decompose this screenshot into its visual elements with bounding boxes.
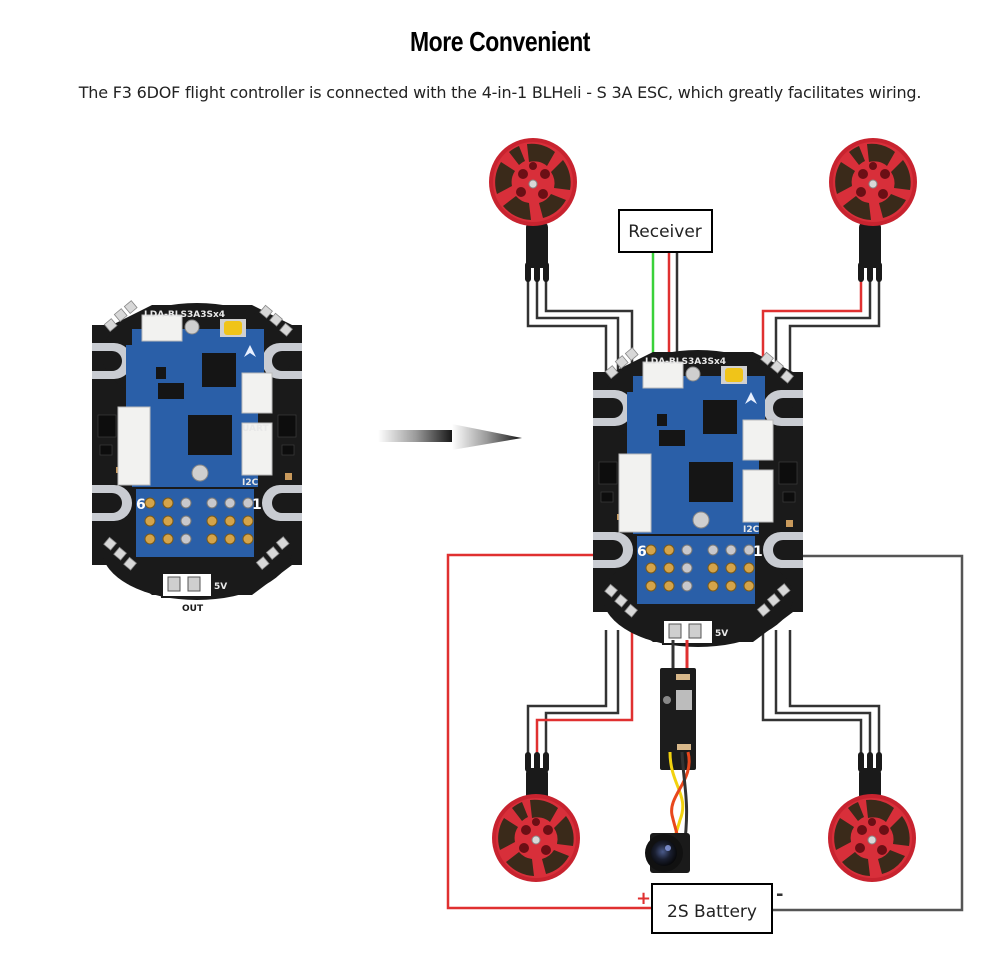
page-title: More Convenient [409, 26, 591, 57]
pin-number-right-wired: 1 [753, 544, 763, 560]
flight-controller-board: LDA-BLS3A3Sx4 6 1 I2C 5V [592, 346, 804, 648]
battery-wire-negative [772, 554, 964, 912]
port-i2c-label: I2C [242, 478, 259, 488]
motor-bottom-right [827, 752, 917, 883]
motor-bl-wire-1 [526, 630, 608, 755]
motor-top-left [488, 137, 578, 282]
motor-tr-wire-1 [761, 280, 863, 390]
motor-bl-wire-2 [544, 630, 620, 755]
motor-top-right [828, 137, 918, 282]
battery-minus-sign: - [776, 884, 783, 905]
flight-controller-board-standalone: LDA-BLS3A3Sx4 6 1 UART I2C 5V OUT [91, 299, 303, 614]
motor-br-wire-3 [788, 630, 881, 755]
gradient-arrow-icon [378, 424, 522, 450]
out-label: OUT [182, 604, 204, 614]
motor-tr-wire-3 [788, 280, 881, 390]
motor-br-wire-1 [761, 630, 863, 755]
board-model-text-wired: LDA-BLS3A3Sx4 [645, 357, 726, 367]
pin-number-left-wired: 6 [637, 544, 647, 560]
battery-box: 2S Battery + - [636, 883, 783, 934]
pin-number-left: 6 [136, 497, 146, 513]
motor-bottom-left [491, 752, 581, 883]
port-i2c-label-wired: I2C [743, 525, 760, 535]
fpv-camera [645, 833, 690, 873]
page-subtitle: The F3 6DOF flight controller is connect… [78, 83, 922, 102]
vtx-module [660, 640, 696, 770]
out-voltage-label: 5V [214, 582, 227, 592]
battery-label: 2S Battery [667, 902, 757, 922]
receiver-box: Receiver [618, 209, 713, 253]
motor-br-wire-2 [774, 630, 872, 755]
port-uart-label: UART [242, 424, 270, 434]
board-model-text: LDA-BLS3A3Sx4 [144, 310, 225, 320]
motor-tl-wire-2 [535, 280, 620, 390]
out-voltage-label-wired: 5V [715, 629, 728, 639]
pin-number-right: 1 [252, 497, 262, 513]
motor-bl-wire-3 [535, 630, 634, 755]
motor-tl-wire-1 [526, 280, 608, 390]
motor-tr-wire-2 [774, 280, 872, 390]
battery-wire-positive [446, 553, 652, 910]
receiver-label: Receiver [628, 222, 702, 242]
battery-plus-sign: + [636, 888, 651, 909]
